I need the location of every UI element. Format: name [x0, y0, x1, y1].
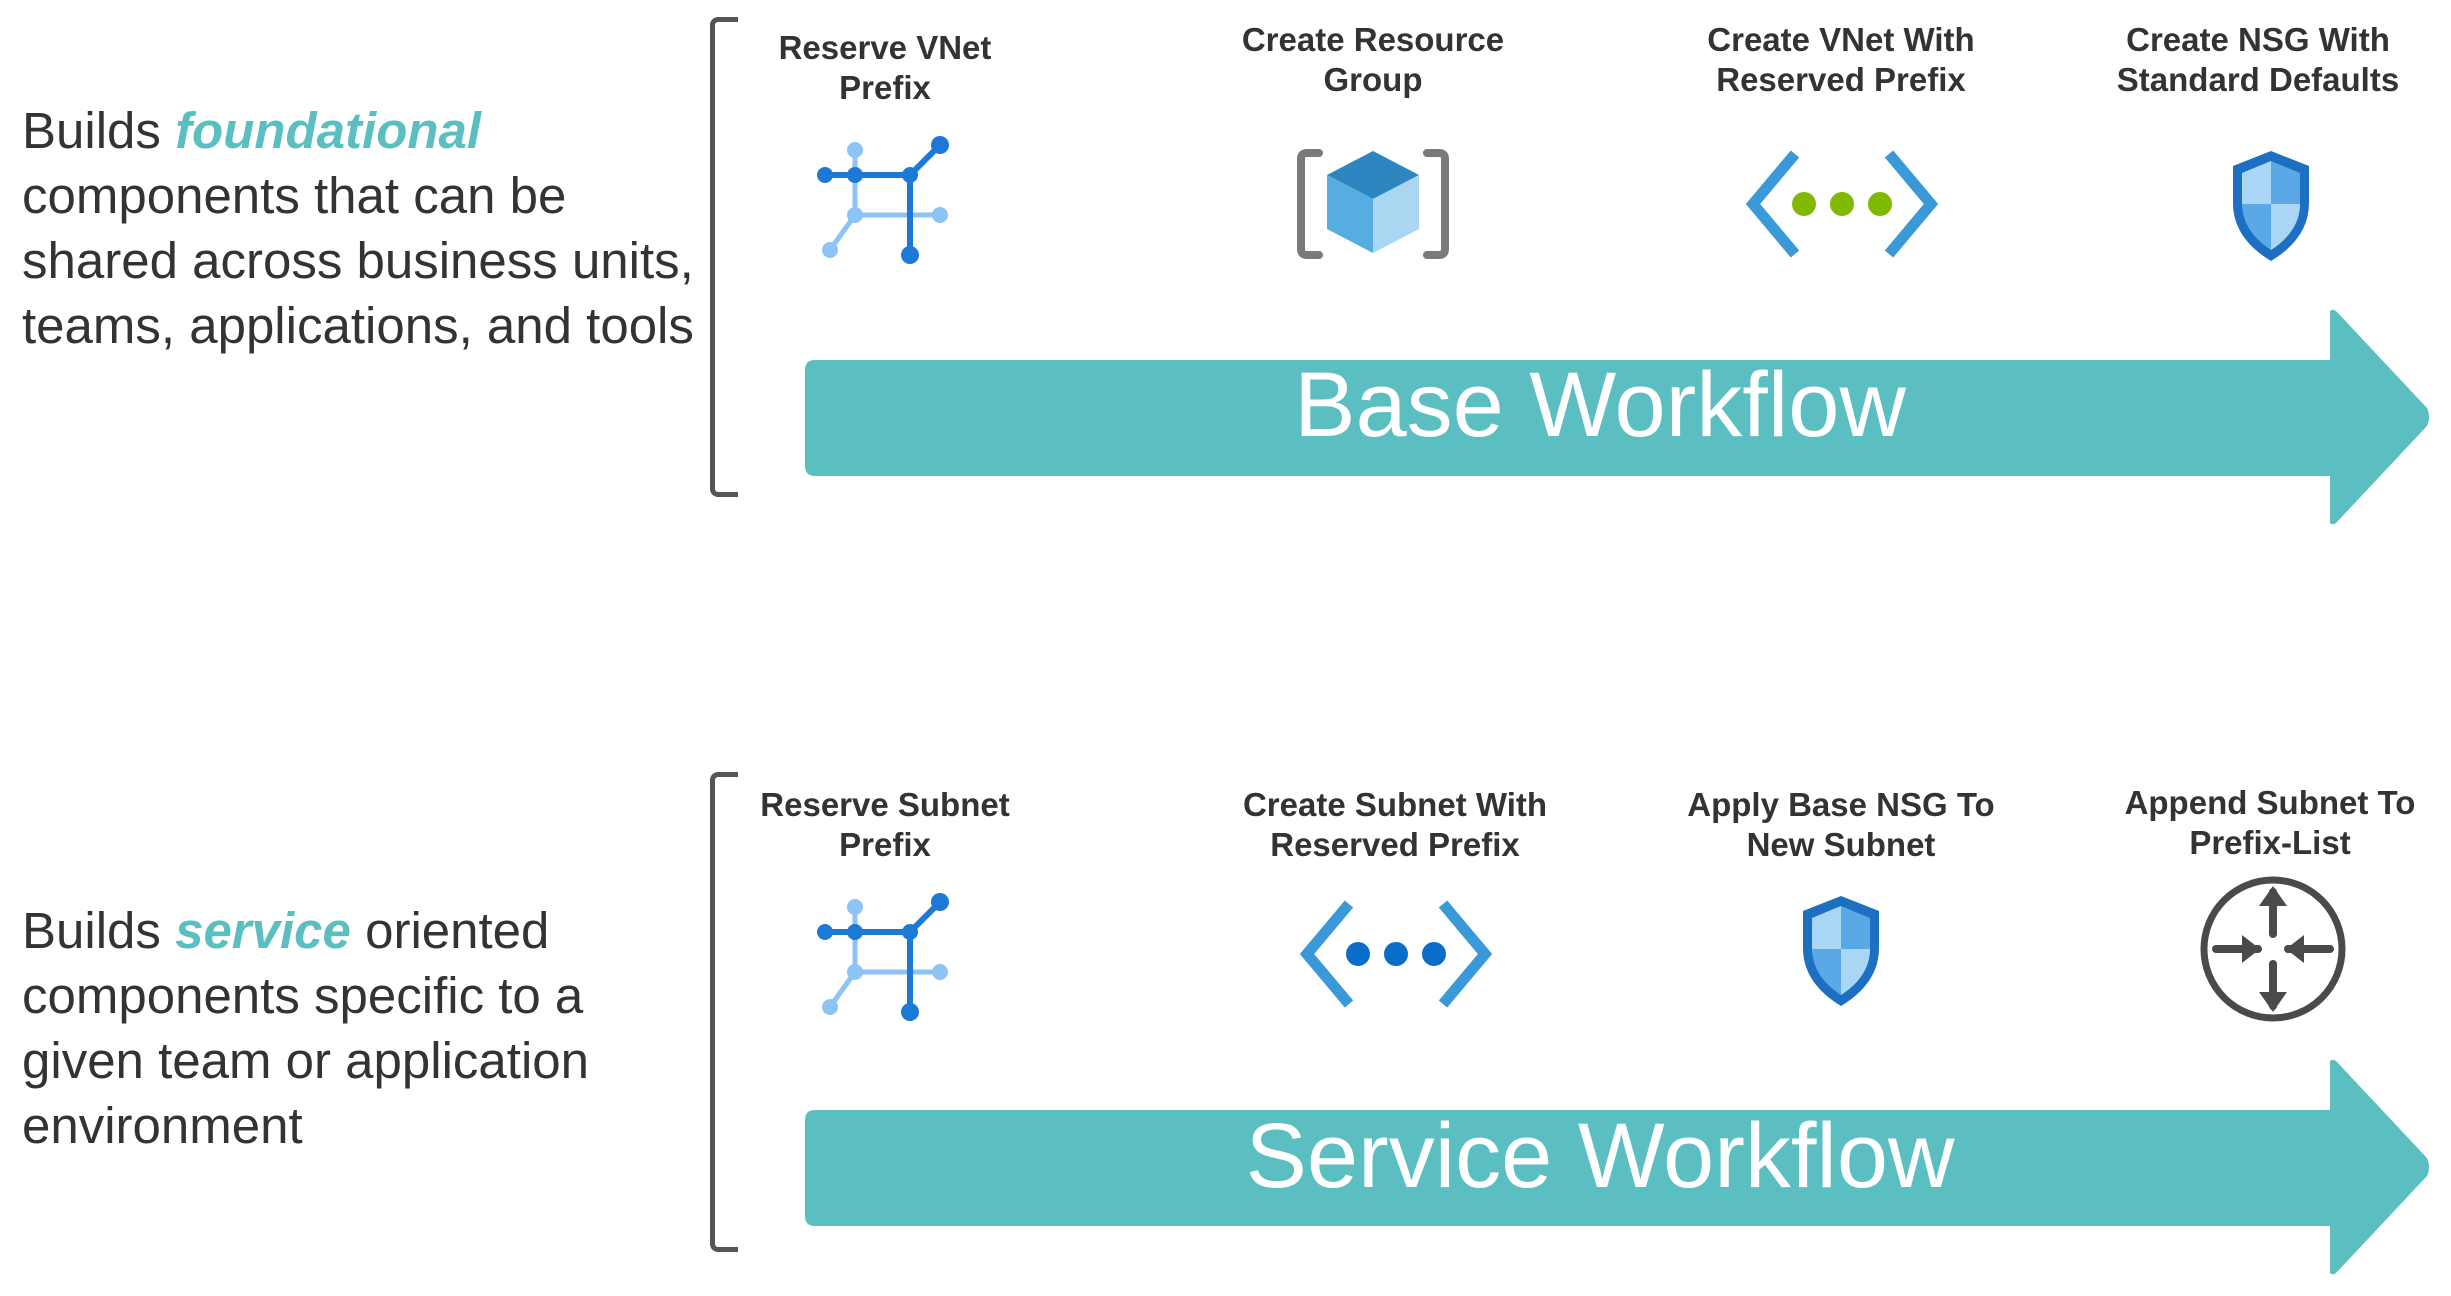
- base-description-prefix: Builds: [22, 102, 176, 159]
- ip-prefix-network-icon: [817, 136, 949, 264]
- service-step-1-label-line1: Reserve Subnet: [760, 786, 1010, 823]
- base-step-4-label-line2: Standard Defaults: [2116, 61, 2400, 98]
- network-security-group-icon: [1803, 896, 1879, 1006]
- service-description-suffix: oriented components specific to a given …: [22, 902, 590, 1154]
- base-workflow-arrow: [805, 309, 2429, 525]
- service-step-2-label: Create Subnet With Reserved Prefix: [1205, 785, 1585, 865]
- base-step-4-label-line1: Create NSG With: [2126, 21, 2390, 58]
- base-description: Builds foundational components that can …: [22, 98, 702, 358]
- base-bracket: [710, 17, 738, 497]
- ip-prefix-network-icon: [817, 893, 949, 1021]
- service-workflow-label: Service Workflow: [1245, 1105, 1955, 1207]
- base-step-3-label-line2: Reserved Prefix: [1716, 61, 1966, 98]
- network-security-group-icon: [2233, 151, 2309, 261]
- base-step-1-label-line2: Prefix: [839, 69, 931, 106]
- service-step-3-label: Apply Base NSG To New Subnet: [1651, 785, 2031, 865]
- service-bracket: [710, 772, 738, 1252]
- base-description-emphasis: foundational: [175, 102, 482, 159]
- base-step-2-label: Create Resource Group: [1183, 20, 1563, 100]
- base-step-4-label: Create NSG With Standard Defaults: [2068, 20, 2448, 100]
- base-step-2-label-line2: Group: [1323, 61, 1423, 98]
- service-description-prefix: Builds: [22, 902, 176, 959]
- virtual-network-icon: [1745, 150, 1939, 258]
- service-description: Builds service oriented components speci…: [22, 898, 702, 1158]
- service-step-4-label: Append Subnet To Prefix-List: [2080, 783, 2451, 863]
- service-workflow-arrow: [805, 1059, 2429, 1275]
- base-step-3-label: Create VNet With Reserved Prefix: [1651, 20, 2031, 100]
- resource-group-icon: [1297, 149, 1449, 259]
- service-step-1-label-line2: Prefix: [839, 826, 931, 863]
- service-description-emphasis: service: [175, 902, 351, 959]
- subnet-icon: [1299, 900, 1493, 1008]
- base-step-1-label-line1: Reserve VNet: [778, 29, 992, 66]
- base-step-3-label-line1: Create VNet With: [1707, 21, 1975, 58]
- base-step-2-label-line1: Create Resource: [1241, 21, 1505, 58]
- service-step-1-label: Reserve Subnet Prefix: [695, 785, 1075, 865]
- service-step-3-label-line1: Apply Base NSG To: [1687, 786, 1995, 823]
- base-description-suffix: components that can be shared across bus…: [22, 167, 694, 354]
- base-step-1-label: Reserve VNet Prefix: [695, 28, 1075, 108]
- service-step-2-label-line1: Create Subnet With: [1242, 786, 1548, 823]
- base-workflow-label: Base Workflow: [1294, 354, 1906, 456]
- service-step-3-label-line2: New Subnet: [1746, 826, 1936, 863]
- service-step-2-label-line2: Reserved Prefix: [1270, 826, 1520, 863]
- service-step-4-label-line1: Append Subnet To: [2124, 784, 2416, 821]
- service-step-4-label-line2: Prefix-List: [2189, 824, 2351, 861]
- router-icon: [2200, 876, 2346, 1022]
